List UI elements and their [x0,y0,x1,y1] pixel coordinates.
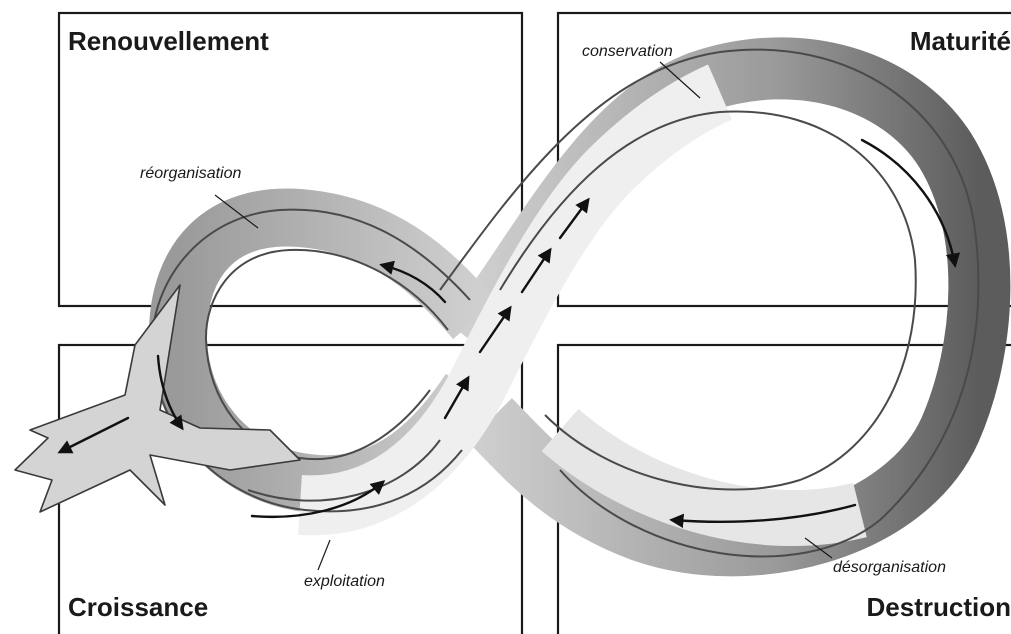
leader-desorganisation [804,537,833,559]
arrow-maturity-down [860,138,961,268]
arrow-diag-3 [520,247,552,294]
cycle-ribbon [148,37,1011,577]
leader-exploitation [317,539,331,571]
leader-conservation [659,61,701,99]
quadrant-title-renouvellement: Renouvellement [68,26,269,56]
arrow-left-loop-down [156,354,184,431]
arrow-reorganisation-left [379,260,447,304]
phase-label-desorganisation: désorganisation [833,559,946,576]
phase-label-conservation: conservation [582,43,673,60]
quadrant-title-destruction: Destruction [867,592,1011,622]
arrow-diag-4 [558,197,590,240]
arrow-escape-left [57,416,130,454]
arrow-diag-2 [478,305,512,354]
quadrant-title-maturite: Maturité [910,26,1011,56]
flow-arrows [57,138,961,529]
leader-reorganisation [214,194,259,229]
arrow-exploitation-right [250,480,386,519]
phase-label-exploitation: exploitation [304,573,385,590]
arrow-destruction-left [669,503,857,529]
phase-label-reorganisation: réorganisation [140,165,242,182]
quadrant-title-croissance: Croissance [68,592,208,622]
escape-arrow-tail [14,284,301,513]
arrow-diag-1 [443,375,470,420]
